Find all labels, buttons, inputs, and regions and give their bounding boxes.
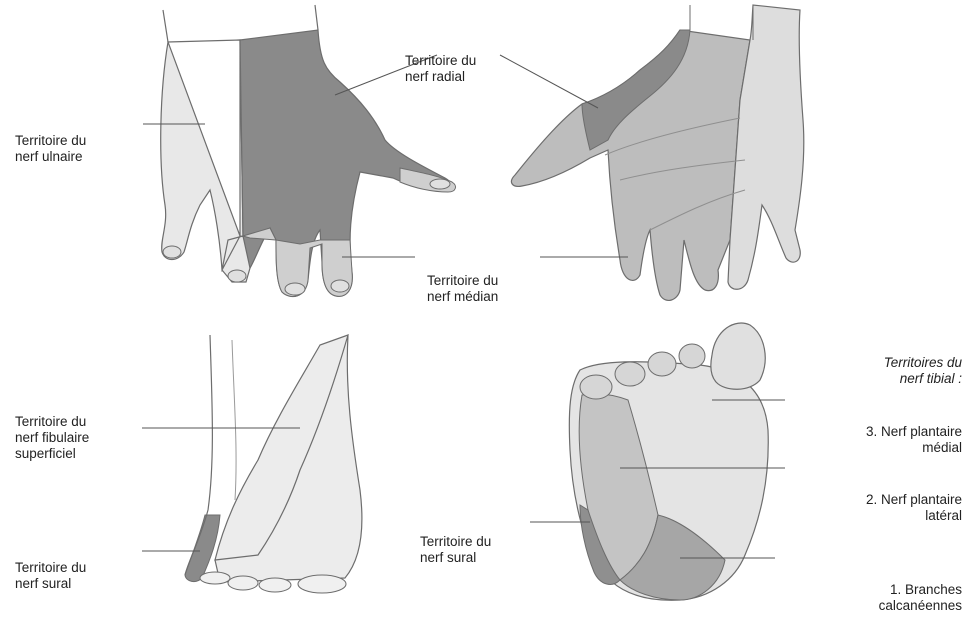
big-toe bbox=[711, 323, 765, 389]
fibular-territory bbox=[215, 335, 362, 582]
hand-palmar-illustration bbox=[511, 5, 803, 300]
median-territory-palmar bbox=[511, 30, 750, 300]
foot-dorsal-illustration bbox=[185, 335, 362, 593]
foot-plantar-illustration bbox=[569, 323, 768, 600]
